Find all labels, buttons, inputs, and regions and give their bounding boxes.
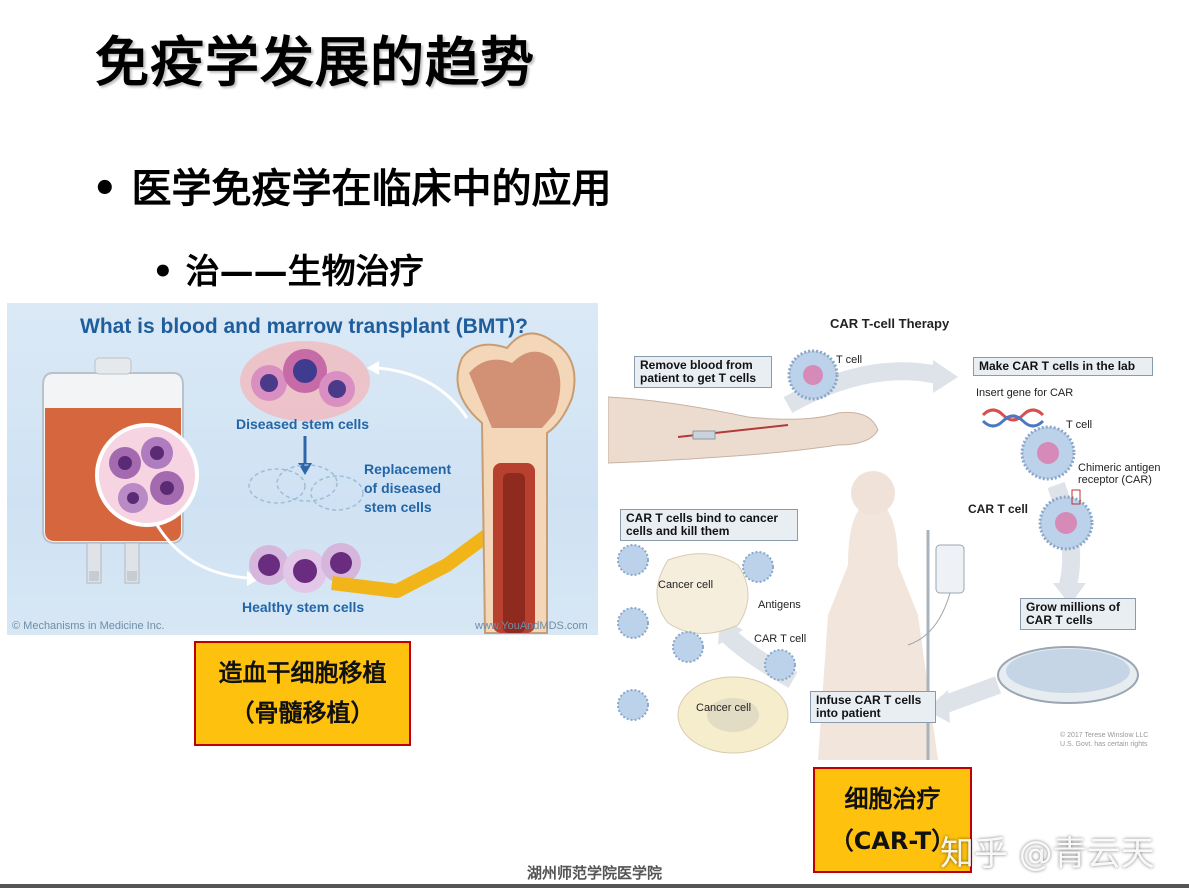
- label-car-t-cell-2: CAR T cell: [754, 633, 806, 645]
- credit-right: www.YouAndMDS.com: [475, 620, 588, 632]
- cart-credit: © 2017 Terese Winslow LLC U.S. Govt. has…: [1060, 731, 1148, 749]
- bmt-artwork: [7, 303, 598, 635]
- petri-dish-icon: [998, 647, 1138, 703]
- bullet-level1: • 医学免疫学在临床中的应用: [92, 156, 612, 214]
- label-cancer-cell-2: Cancer cell: [696, 702, 751, 714]
- credit-left: © Mechanisms in Medicine Inc.: [12, 620, 164, 632]
- bullet-dot: •: [92, 166, 118, 212]
- cart-credit-line: © 2017 Terese Winslow LLC: [1060, 731, 1148, 740]
- cart-step-remove-blood: Remove blood from patient to get T cells: [634, 356, 772, 388]
- bullet-level1-text: 医学免疫学在临床中的应用: [132, 166, 612, 212]
- cart-illustration: CAR T-cell Therapy Remove blood from pat…: [608, 305, 1184, 760]
- cart-step-line: patient to get T cells: [640, 372, 766, 385]
- label-t-cell: T cell: [836, 354, 862, 366]
- car-t-cell-icon: [1040, 490, 1092, 549]
- bone-icon: [458, 333, 575, 633]
- bmt-caption-line1: 造血干细胞移植: [196, 661, 409, 685]
- label-replacement-line: Replacement: [364, 460, 451, 479]
- bmt-title: What is blood and marrow transplant (BMT…: [80, 315, 528, 339]
- label-insert-gene: Insert gene for CAR: [976, 387, 1073, 399]
- diseased-stem-cells-icon: [240, 341, 370, 421]
- bullet-dot: •: [152, 252, 174, 292]
- bmt-caption-box: 造血干细胞移植 （骨髓移植）: [194, 641, 411, 746]
- stem-cell-magnifier-icon: [97, 425, 197, 525]
- label-replacement-line: stem cells: [364, 498, 451, 517]
- label-t-cell-lab: T cell: [1066, 419, 1092, 431]
- cart-step-line: into patient: [816, 707, 930, 720]
- label-replacement: Replacement of diseased stem cells: [364, 460, 451, 517]
- label-car-receptor-line: Chimeric antigen: [1078, 462, 1161, 474]
- cart-credit-line: U.S. Govt. has certain rights: [1060, 740, 1148, 749]
- footer-institution: 湖州师范学院医学院: [0, 862, 1189, 883]
- label-antigens: Antigens: [758, 599, 801, 611]
- cart-caption-line1: 细胞治疗: [815, 787, 970, 811]
- cart-step-infuse: Infuse CAR T cells into patient: [810, 691, 936, 723]
- label-cancer-cell: Cancer cell: [658, 579, 713, 591]
- t-cell-icon: [789, 351, 837, 399]
- label-replacement-line: of diseased: [364, 479, 451, 498]
- footer-divider: [0, 884, 1189, 888]
- label-car-receptor-line: receptor (CAR): [1078, 474, 1161, 486]
- cart-step-line: CAR T cells: [1026, 614, 1130, 627]
- bmt-illustration: What is blood and marrow transplant (BMT…: [7, 303, 598, 635]
- cart-step-grow: Grow millions of CAR T cells: [1020, 598, 1136, 630]
- cart-step-make-cart: Make CAR T cells in the lab: [973, 357, 1153, 376]
- cancer-cell-icon: [657, 554, 748, 634]
- cart-title: CAR T-cell Therapy: [830, 316, 949, 331]
- t-cell-lab-icon: [1022, 427, 1074, 479]
- bmt-caption-line2: （骨髓移植）: [196, 701, 409, 725]
- label-car-t-cell: CAR T cell: [968, 502, 1028, 516]
- cancer-cell-icon: [678, 677, 788, 753]
- label-healthy-stem-cells: Healthy stem cells: [242, 599, 364, 615]
- label-car-receptor: Chimeric antigen receptor (CAR): [1078, 462, 1161, 486]
- patient-arm-icon: [608, 397, 878, 463]
- cart-step-line: cells and kill them: [626, 525, 792, 538]
- slide-title: 免疫学发展的趋势: [95, 18, 535, 97]
- cart-step-bind-kill: CAR T cells bind to cancer cells and kil…: [620, 509, 798, 541]
- bullet-level2-text: 治——生物治疗: [186, 252, 424, 292]
- label-diseased-stem-cells: Diseased stem cells: [236, 416, 369, 432]
- bullet-level2: • 治——生物治疗: [152, 244, 424, 293]
